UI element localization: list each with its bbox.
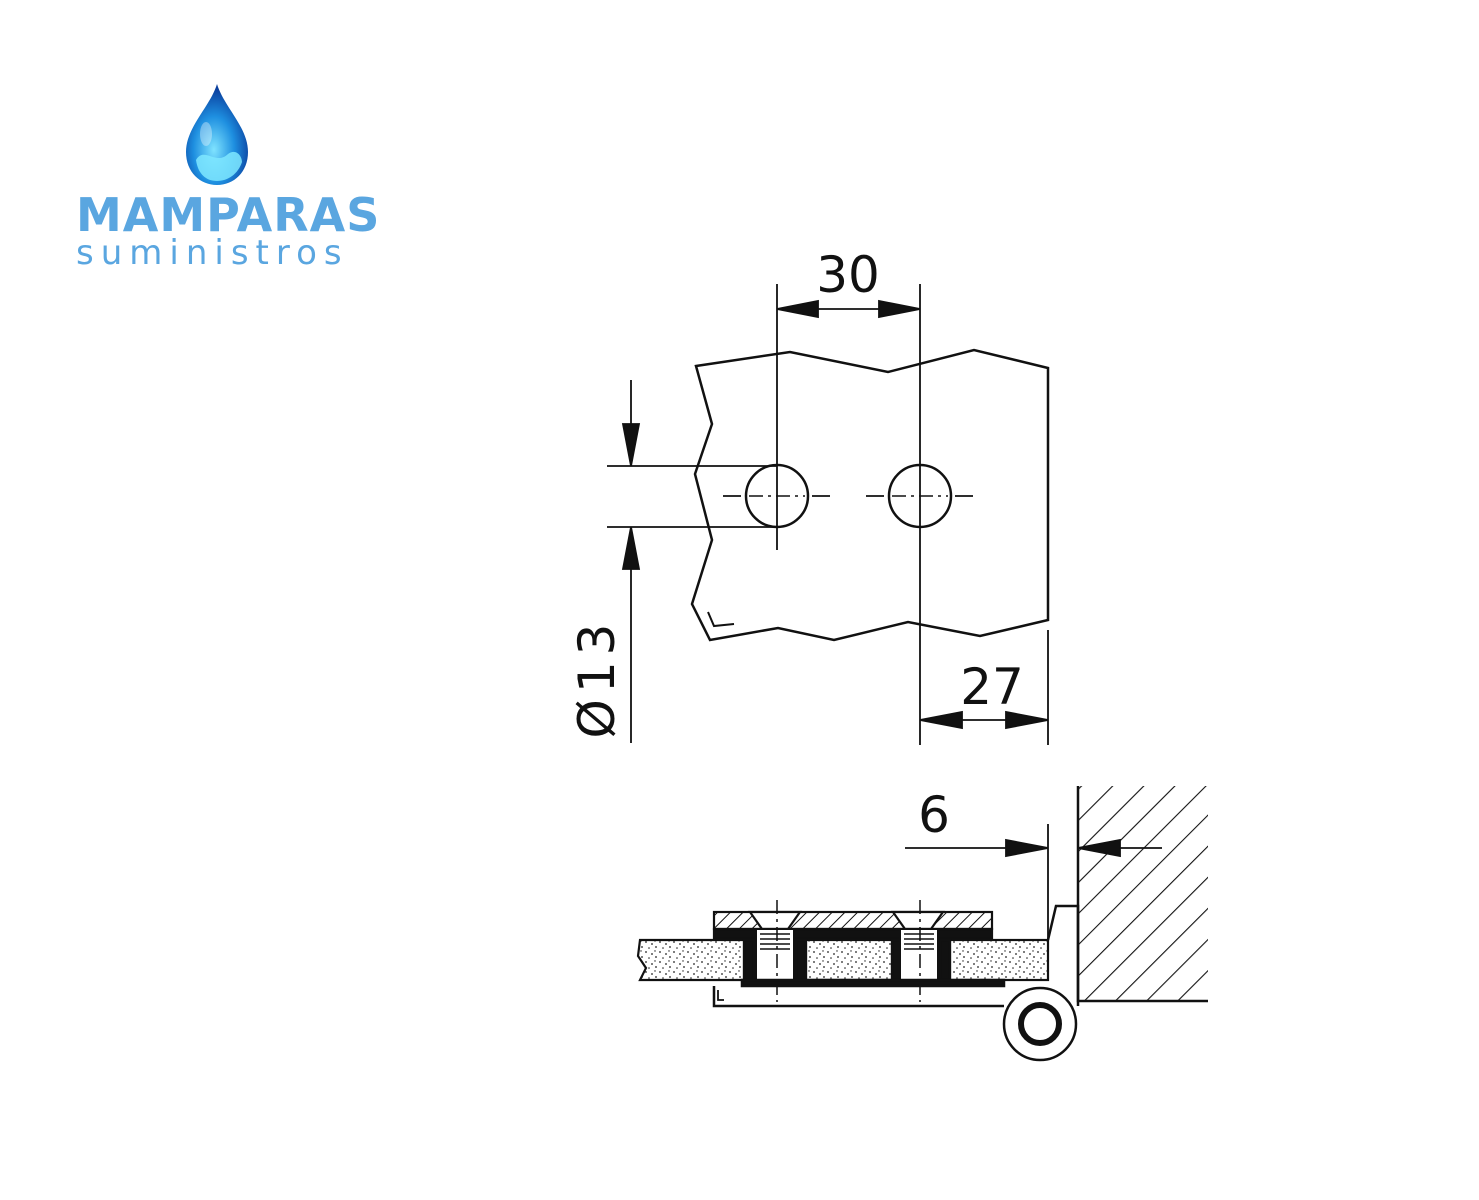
brand-logo: MAMPARAS suministros xyxy=(70,80,390,280)
plate-top-view xyxy=(690,348,1050,642)
logo-subtitle: suministros xyxy=(76,233,349,273)
screws-section xyxy=(755,900,939,1002)
dimension-hole-spacing xyxy=(776,284,921,745)
water-drop-icon xyxy=(186,84,248,185)
dimension-hole-diameter xyxy=(607,380,777,743)
logo-title: MAMPARAS xyxy=(76,188,381,242)
label-wall-gap: 6 xyxy=(918,786,950,844)
wall-section xyxy=(1076,786,1208,1003)
dimension-wall-gap xyxy=(905,824,1162,940)
dimension-edge-distance xyxy=(919,630,1049,745)
hinge-section xyxy=(712,904,1080,1062)
glass-section xyxy=(636,938,1050,982)
label-hole-diameter: Ø13 xyxy=(568,618,626,739)
clamp-plate-section xyxy=(712,910,994,941)
label-edge-distance: 27 xyxy=(960,658,1024,716)
label-hole-spacing: 30 xyxy=(816,246,880,304)
